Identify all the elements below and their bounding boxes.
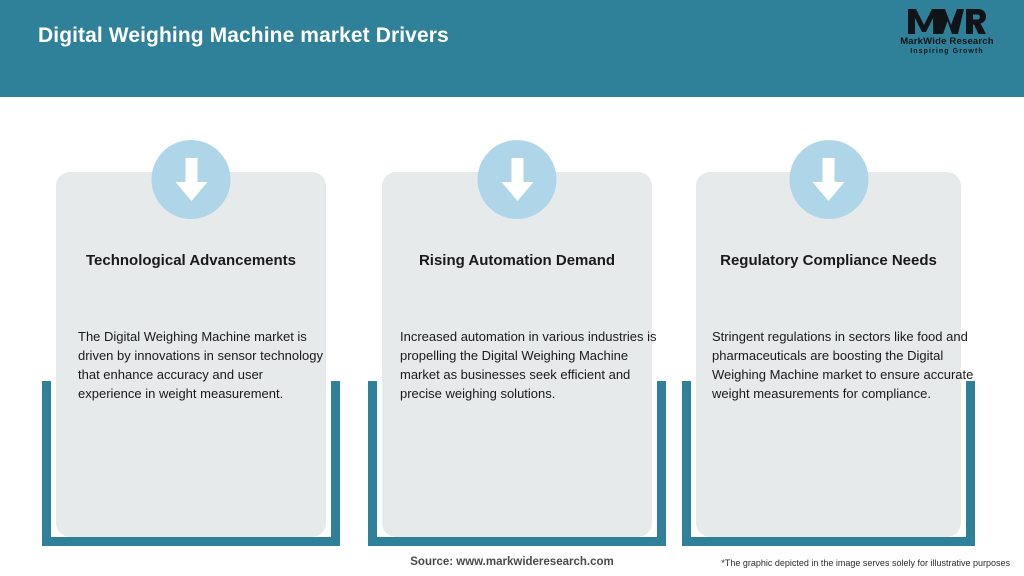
- card-body: Stringent regulations in sectors like fo…: [712, 329, 974, 401]
- disclaimer-note: *The graphic depicted in the image serve…: [721, 558, 1010, 568]
- card-panel: [56, 172, 326, 537]
- card-body: Increased automation in various industri…: [400, 329, 657, 401]
- source-label: Source: www.markwideresearch.com: [410, 556, 614, 568]
- driver-card-3[interactable]: Regulatory Compliance Needs Stringent re…: [682, 140, 975, 546]
- header-bar: Digital Weighing Machine market Drivers …: [0, 0, 1024, 97]
- down-arrow-icon: [477, 140, 557, 219]
- down-arrow-icon: [789, 140, 868, 219]
- card-panel: [382, 172, 652, 537]
- brand-logo: MarkWide Research Inspiring Growth: [888, 8, 1006, 64]
- mwr-monogram-icon: [888, 8, 1006, 35]
- logo-company-name: MarkWide Research: [900, 36, 994, 47]
- card-title: Technological Advancements: [85, 252, 297, 269]
- card-panel: [696, 172, 961, 537]
- card-title: Rising Automation Demand: [418, 252, 616, 269]
- card-body: The Digital Weighing Machine market is d…: [78, 329, 323, 401]
- logo-tagline: Inspiring Growth: [910, 48, 984, 55]
- card-accent-frame: [368, 381, 666, 546]
- down-arrow-icon: [151, 140, 231, 219]
- card-title: Regulatory Compliance Needs: [720, 252, 937, 269]
- driver-card-group: Technological Advancements The Digital W…: [0, 140, 1024, 550]
- page-title: Digital Weighing Machine market Drivers: [38, 24, 449, 47]
- card-accent-frame: [42, 381, 340, 546]
- driver-card-2[interactable]: Rising Automation Demand Increased autom…: [368, 140, 666, 546]
- card-accent-frame: [682, 381, 975, 546]
- driver-card-1[interactable]: Technological Advancements The Digital W…: [42, 140, 340, 546]
